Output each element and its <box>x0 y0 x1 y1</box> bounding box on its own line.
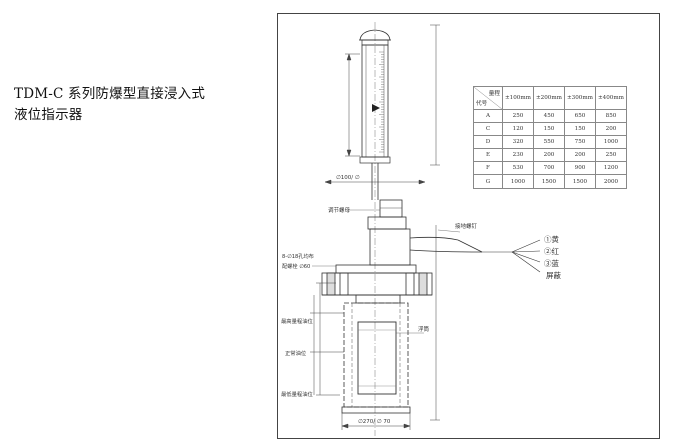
dim-bottom-text: ∅270/ ∅ 70 <box>358 419 391 425</box>
table-header: ±300mm <box>564 86 596 110</box>
table-cell: 1200 <box>595 161 627 176</box>
normal-level-label: 正常油位 <box>285 349 307 357</box>
table-header: ±100mm <box>502 86 534 110</box>
table-header: ±400mm <box>595 86 627 110</box>
table-cell: 200 <box>564 148 596 163</box>
lowest-level-label: 最低量程油位 <box>281 390 313 398</box>
ground-screw-label: 接地螺钉 <box>455 222 478 230</box>
table-cell: 1500 <box>533 174 565 189</box>
overall-dimension <box>430 24 440 421</box>
mounting-flange <box>321 264 433 304</box>
signal-cable <box>482 239 541 273</box>
table-corner-cell: 量程 代号 <box>473 86 503 110</box>
table-cell: 750 <box>564 135 596 150</box>
table-row: D 320 550 750 1000 <box>473 135 627 150</box>
table-cell: 150 <box>564 122 596 137</box>
top-width-dimension <box>324 179 426 185</box>
table-row: G 1000 1500 1500 2000 <box>473 174 627 189</box>
table-row: E 230 200 200 250 <box>473 148 627 163</box>
pointer-arrow-icon <box>372 104 380 112</box>
table-row: F 530 700 900 1200 <box>473 161 627 176</box>
table-cell: 120 <box>502 122 534 137</box>
product-title: TDM-C 系列防爆型直接浸入式 液位指示器 <box>14 84 205 126</box>
level-dimensions <box>310 282 344 396</box>
row-code: C <box>473 122 503 137</box>
flange-bolt-label: 配螺栓 ∅60 <box>282 262 310 270</box>
corner-bottom-label: 代号 <box>476 101 488 107</box>
table-cell: 200 <box>595 122 627 137</box>
table-cell: 1500 <box>564 174 596 189</box>
drawing-frame <box>277 13 660 439</box>
row-code: F <box>473 161 503 176</box>
corner-top-label: 量程 <box>488 91 500 97</box>
table-cell: 200 <box>533 148 565 163</box>
row-code: G <box>473 174 503 189</box>
row-code: D <box>473 135 503 150</box>
stem <box>371 163 379 200</box>
float <box>357 321 397 395</box>
table-header: ±200mm <box>533 86 565 110</box>
row-code: E <box>473 148 503 163</box>
title-line-2: 液位指示器 <box>14 107 83 123</box>
wire-shield-label: 屏蔽 <box>546 271 561 280</box>
row-code: A <box>473 108 503 124</box>
table-cell: 700 <box>533 161 565 176</box>
title-line-1: TDM-C 系列防爆型直接浸入式 <box>14 86 206 102</box>
dim-top-text: ∅100/ ∅ <box>336 175 360 181</box>
table-cell: 250 <box>595 148 627 163</box>
highest-level-label: 最高量程油位 <box>281 317 313 325</box>
table-cell: 550 <box>533 135 565 150</box>
table-row: A 250 450 650 850 <box>473 108 627 124</box>
table-cell: 1000 <box>595 135 627 150</box>
table-cell: 150 <box>533 122 565 137</box>
tube-dimension <box>345 53 360 157</box>
indicator-tube <box>359 44 391 164</box>
dimension-table: 量程 代号 ±100mm ±200mm ±300mm ±400mm A 250 … <box>473 86 627 189</box>
table-cell: 320 <box>502 135 534 150</box>
table-cell: 450 <box>533 108 565 124</box>
table-cell: 530 <box>502 161 534 176</box>
float-label: 浮筒 <box>418 325 430 333</box>
bottom-width-dimension <box>341 413 411 430</box>
table-cell: 850 <box>595 108 627 124</box>
table-cell: 650 <box>564 108 596 124</box>
table-cell: 2000 <box>595 174 627 189</box>
adjust-nut-label: 调节螺母 <box>328 206 351 214</box>
table-cell: 900 <box>564 161 596 176</box>
table-cell: 230 <box>502 148 534 163</box>
table-cell: 250 <box>502 108 534 124</box>
flange-holes-label: 8-∅18孔均布 <box>282 252 314 260</box>
wire-3-label: ③蓝 <box>544 259 559 268</box>
stilling-well <box>341 302 411 414</box>
table-cell: 1000 <box>502 174 534 189</box>
table-row: C 120 150 150 200 <box>473 122 627 137</box>
wire-2-label: ②红 <box>544 247 559 256</box>
wire-1-label: ①黄 <box>544 235 559 244</box>
